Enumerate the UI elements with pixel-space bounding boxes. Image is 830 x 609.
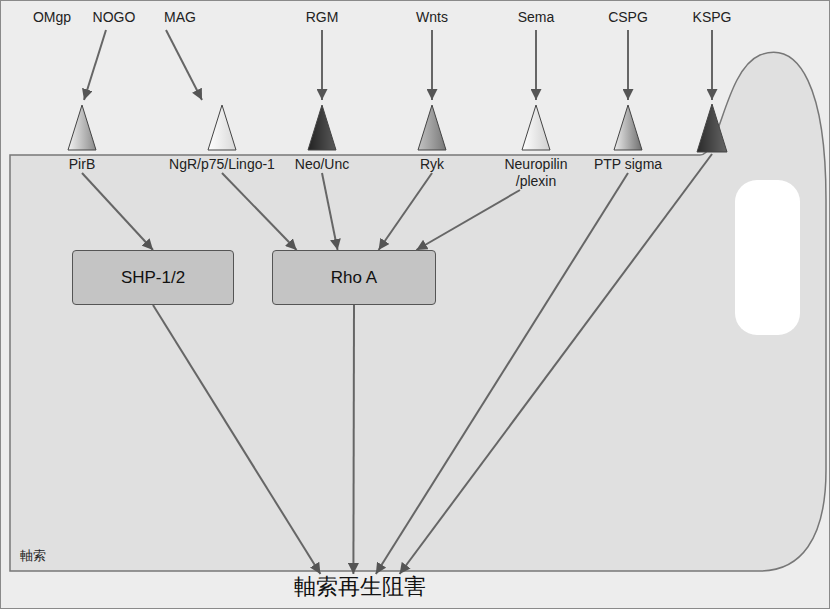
receptor: Neo/Unc [295, 104, 349, 173]
receptor-cone [208, 105, 236, 150]
receptor-cone [522, 105, 550, 150]
axon-outline: 軸索 PirB NgR/p75/Lingo-1 Neo/Unc Ryk Neuropili… [10, 40, 826, 571]
ligand-label: NOGO [93, 9, 136, 26]
ligand-arrow [535, 30, 537, 100]
node-label: Rho A [331, 268, 377, 288]
connector-arrow [416, 190, 520, 250]
ligand-label: KSPG [693, 9, 732, 26]
receptor-cone [418, 105, 446, 150]
node-label: PTP sigma [594, 156, 662, 173]
process-box: SHP-1/2 [72, 250, 234, 305]
receptor-cone [307, 104, 337, 151]
receptor: PirB [67, 104, 97, 173]
connector-arrow [153, 305, 320, 574]
connector-arrow [322, 173, 338, 250]
receptor-cone [308, 105, 336, 150]
receptor: NgR/p75/Lingo-1 [169, 104, 275, 173]
ligand-arrow [321, 30, 323, 100]
ligand-label: MAG [164, 9, 196, 26]
connector-arrow [376, 173, 628, 574]
ligand-arrow [84, 30, 106, 100]
receptor-cone [417, 104, 447, 151]
connector-arrow [352, 305, 355, 574]
node-label: NgR/p75/Lingo-1 [169, 156, 275, 173]
node-label: 軸索再生阻害 [294, 574, 426, 600]
connector-arrow [379, 173, 432, 250]
axon-body [10, 52, 826, 571]
ligand-arrow [711, 30, 713, 100]
ligand-arrow [431, 30, 433, 100]
receptor-cone [207, 104, 237, 151]
node-label: Neuropilin /plexin [496, 156, 576, 190]
receptor-cone [614, 105, 642, 150]
growth-cone-highlight [735, 180, 800, 335]
ligand-label: Sema [518, 9, 555, 26]
connector-arrow [222, 173, 297, 250]
outcome-text: 軸索再生阻害 [294, 574, 426, 600]
axon-shape [10, 40, 826, 571]
receptor: Neuropilin /plexin [496, 104, 576, 190]
receptor-cone [68, 105, 96, 150]
inhibition-arrow [400, 154, 712, 574]
ligand-arrow [166, 30, 202, 100]
receptor-cone [521, 104, 551, 151]
receptor: Ryk [417, 104, 447, 173]
receptor: PTP sigma [594, 104, 662, 173]
ligand-label: CSPG [608, 9, 648, 26]
ligand-label: RGM [306, 9, 339, 26]
process-box: Rho A [272, 250, 436, 305]
ligand-arrow [627, 30, 629, 100]
node-label: PirB [67, 156, 97, 173]
node-label: SHP-1/2 [121, 268, 185, 288]
node-label: 軸索 [20, 547, 826, 565]
ligand-label: OMgp [33, 9, 71, 26]
connector-arrow [82, 173, 153, 250]
node-label: Ryk [417, 156, 447, 173]
node-label: Neo/Unc [295, 156, 349, 173]
receptor-cone [613, 104, 643, 151]
receptor-cone [697, 104, 727, 152]
ligand-label: Wnts [416, 9, 448, 26]
receptor-cone [67, 104, 97, 151]
